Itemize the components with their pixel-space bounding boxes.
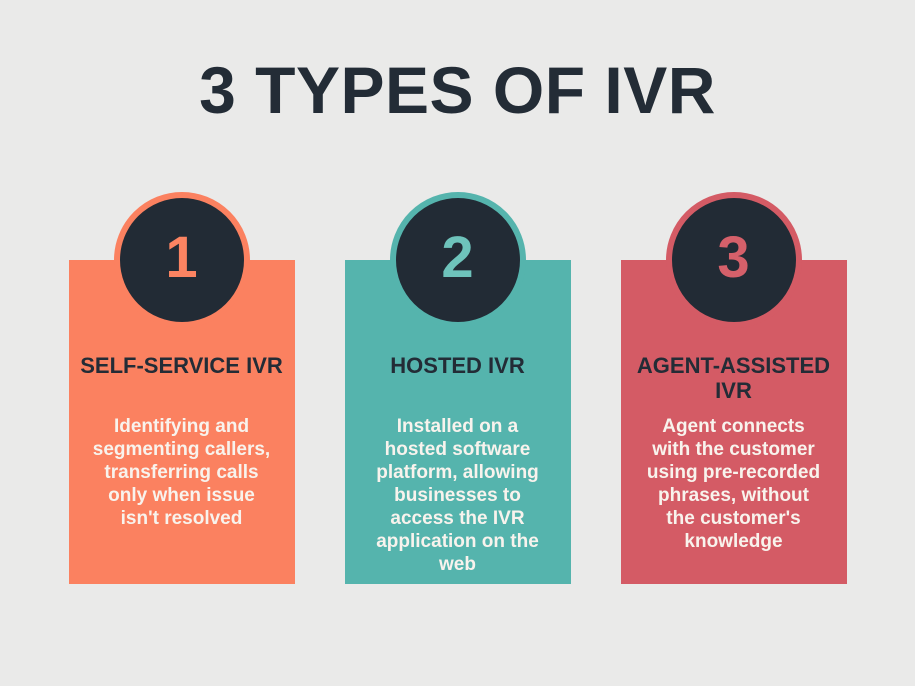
card-title: HOSTED IVR [390, 353, 525, 378]
card-self-service-ivr: 1 SELF-SERVICE IVR Identifying and segme… [68, 192, 295, 584]
number-label: 2 [441, 225, 474, 290]
number-label: 1 [165, 225, 198, 290]
card-description: Agent connects with the customer using p… [646, 416, 821, 552]
card-hosted-ivr: 2 HOSTED IVR Installed on a hosted softw… [344, 192, 571, 584]
number-badge: 3 [665, 192, 802, 328]
card-description: Identifying and segmenting callers, tran… [92, 416, 271, 529]
card-description: Installed on a hosted software platform,… [376, 416, 539, 575]
number-badge: 1 [113, 192, 250, 328]
card-title: SELF-SERVICE IVR [80, 353, 283, 378]
cards-row: 1 SELF-SERVICE IVR Identifying and segme… [0, 192, 915, 584]
card-agent-assisted-ivr: 3 AGENT-ASSISTED IVR Agent connects with… [620, 192, 847, 584]
card-title: AGENT-ASSISTED IVR [636, 353, 831, 403]
page-title: 3 TYPES OF IVR [199, 53, 716, 127]
number-label: 3 [717, 225, 750, 290]
number-badge: 2 [389, 192, 526, 328]
